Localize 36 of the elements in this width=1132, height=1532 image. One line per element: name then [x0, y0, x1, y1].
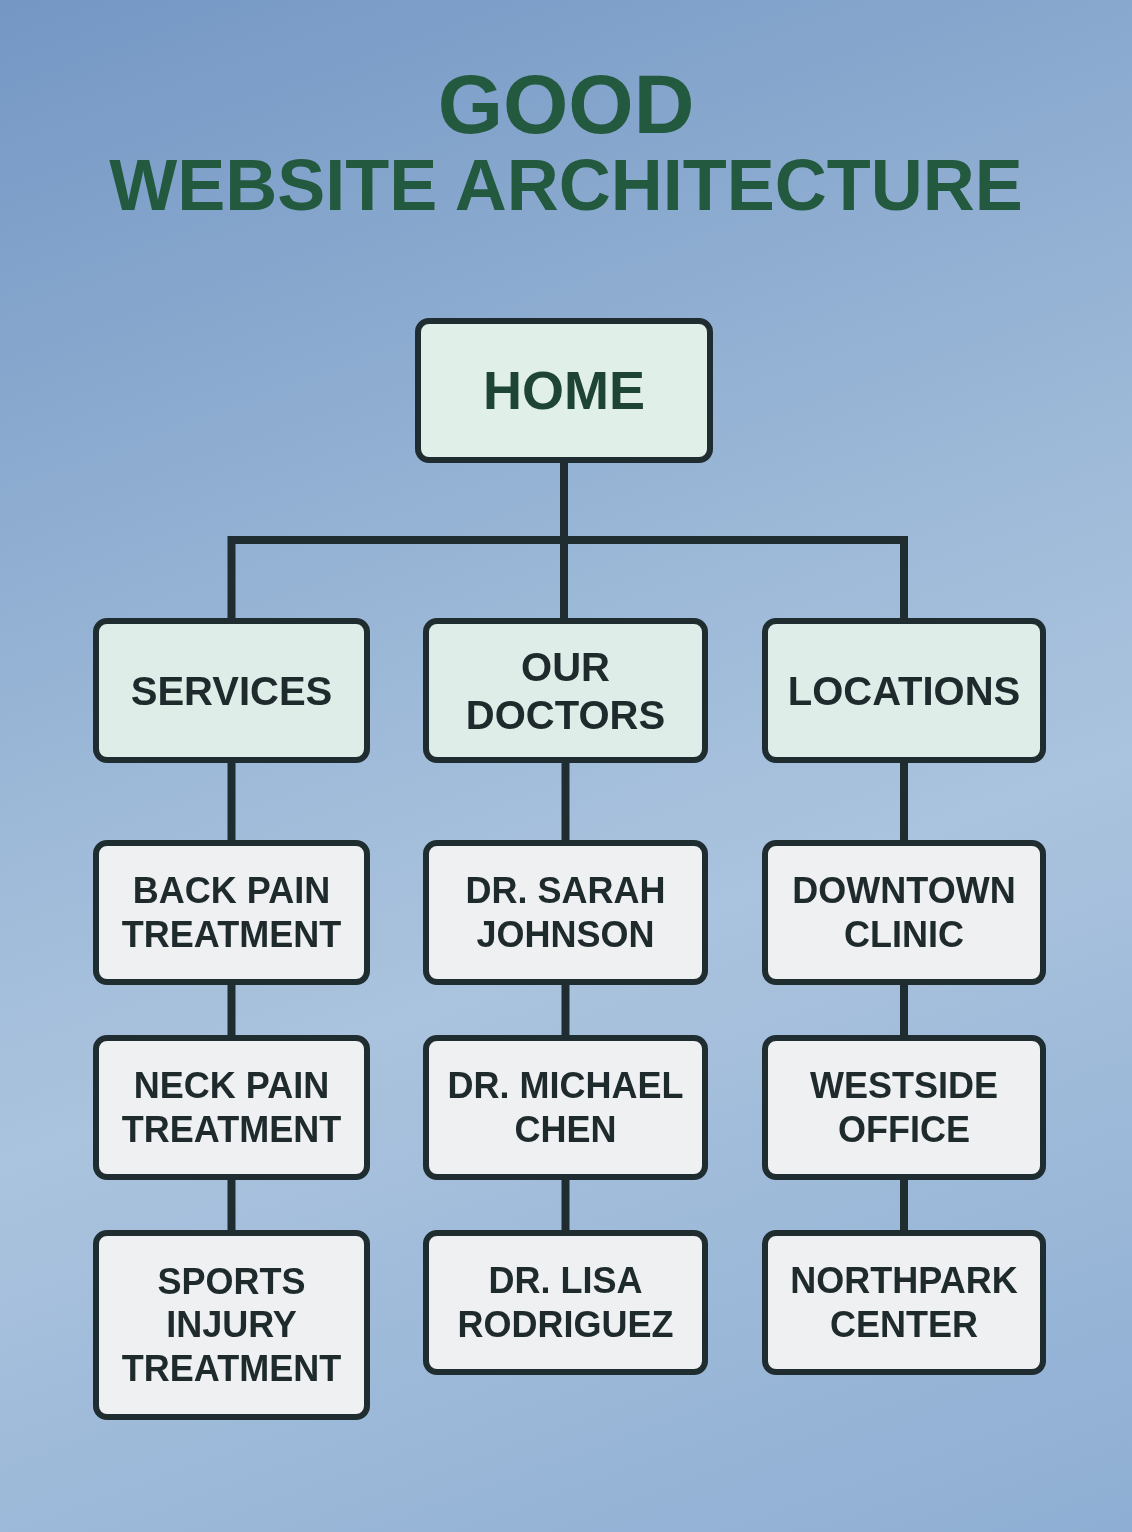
connector-line: [561, 1180, 570, 1230]
page-name: DOWNTOWN CLINIC: [791, 869, 1017, 956]
page-name: DR. LISA RODRIGUEZ: [456, 1259, 675, 1346]
connector-line: [227, 1180, 236, 1230]
page-name: NORTHPARK CENTER: [789, 1259, 1019, 1346]
subpage-box: [423, 1035, 708, 1180]
page-name: LOCATIONS: [786, 667, 1022, 715]
connector-line: [561, 985, 570, 1035]
page-name: DR. SARAH JOHNSON: [464, 869, 667, 956]
page-name: SERVICES: [129, 667, 334, 715]
connector-line: [900, 763, 908, 840]
subpage-box: [93, 1230, 370, 1420]
page-name: BACK PAIN TREATMENT: [120, 869, 343, 956]
connector-line: [227, 763, 236, 840]
title: GOOD WEBSITE ARCHITECTURE: [108, 60, 1024, 224]
subpage-box: [762, 1230, 1046, 1375]
page-name: SPORTS INJURY TREATMENT: [120, 1260, 343, 1390]
subpage-box: [762, 1035, 1046, 1180]
subpage-box: [423, 1230, 708, 1375]
section-page-box: [93, 618, 370, 763]
subpage-box: [423, 840, 708, 985]
subpage-box: [93, 840, 370, 985]
home-page-box: [415, 318, 713, 463]
subpage-box: [762, 840, 1046, 985]
page-name: WESTSIDE OFFICE: [809, 1064, 999, 1151]
connector-line: [227, 985, 236, 1035]
subpage-box: [93, 1035, 370, 1180]
page-name: DR. MICHAEL CHEN: [446, 1064, 685, 1151]
section-page-box: [762, 618, 1046, 763]
section-page-box: [423, 618, 708, 763]
page-name: HOME: [482, 359, 646, 423]
connector-line: [561, 763, 570, 840]
connector-line: [900, 1180, 908, 1230]
connector-line: [900, 985, 908, 1035]
page-name: OUR DOCTORS: [464, 643, 667, 739]
page-name: NECK PAIN TREATMENT: [120, 1064, 343, 1151]
